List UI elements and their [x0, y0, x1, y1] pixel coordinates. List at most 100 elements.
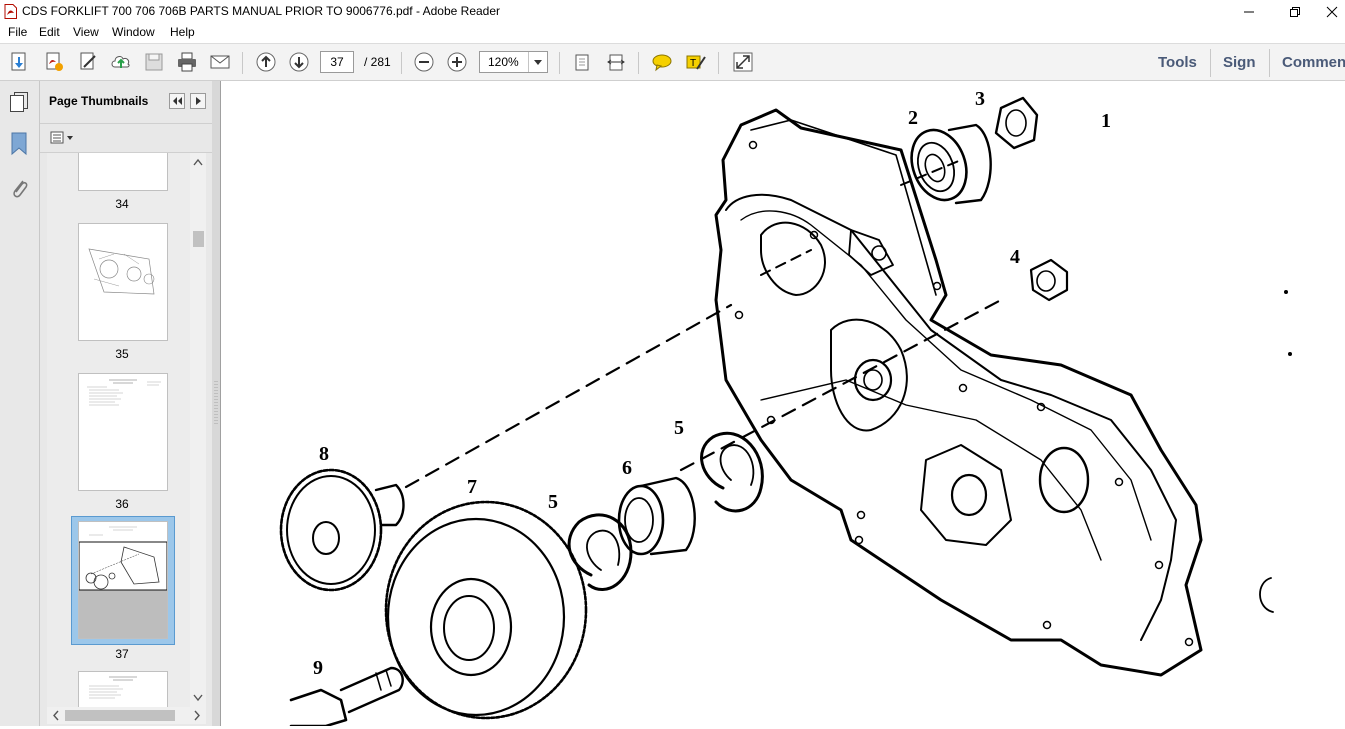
attachments-tab[interactable]	[9, 175, 29, 204]
page-number-input[interactable]: 37	[320, 51, 354, 73]
page-thumbnail[interactable]	[78, 153, 168, 191]
thumbnail-scrollbar[interactable]	[190, 153, 206, 707]
highlight-text-button[interactable]: T	[684, 50, 708, 74]
callout-part-4: 4	[1010, 246, 1020, 268]
toolbar-separator	[1210, 49, 1211, 77]
combine-files-icon	[46, 52, 63, 71]
scroll-down-icon[interactable]	[190, 689, 206, 705]
fit-width-icon	[607, 54, 625, 71]
sign-pane-button[interactable]: Sign	[1223, 54, 1256, 71]
panel-title: Page Thumbnails	[49, 94, 149, 108]
thumbnail-label: 35	[115, 347, 129, 361]
create-pdf-button[interactable]	[8, 50, 32, 74]
fit-page-button[interactable]	[570, 50, 594, 74]
zoom-in-button[interactable]	[445, 50, 469, 74]
callout-part-9: 9	[313, 657, 323, 679]
restore-button[interactable]	[1272, 0, 1318, 23]
sticky-note-button[interactable]	[650, 50, 674, 74]
toolbar-separator	[1269, 49, 1270, 77]
chevron-right-icon	[196, 97, 201, 105]
close-icon	[1326, 6, 1337, 17]
tools-pane-button[interactable]: Tools	[1158, 54, 1197, 71]
double-chevron-left-icon	[173, 97, 182, 105]
upload-cloud-button[interactable]	[109, 50, 133, 74]
toolbar-separator	[242, 52, 243, 74]
highlighter-icon: T	[686, 55, 706, 70]
cloud-upload-icon	[111, 56, 130, 68]
menu-file[interactable]: File	[8, 25, 28, 39]
callout-part-2: 2	[908, 107, 918, 129]
thumbnail-diagram-preview	[88, 248, 155, 295]
expand-panel-button[interactable]	[190, 93, 206, 109]
panel-resize-handle[interactable]	[212, 81, 220, 726]
zoom-out-button[interactable]	[412, 50, 436, 74]
create-pdf-icon	[11, 52, 26, 71]
bookmark-icon	[11, 132, 27, 156]
scroll-right-icon[interactable]	[190, 707, 204, 724]
thumbnail-horizontal-scrollbar[interactable]	[47, 707, 206, 724]
combine-files-button[interactable]	[42, 50, 66, 74]
email-button[interactable]	[208, 50, 232, 74]
menu-window[interactable]: Window	[112, 25, 155, 39]
callout-part-5-left: 5	[548, 491, 558, 513]
callout-part-6: 6	[622, 457, 632, 479]
paperclip-icon	[13, 180, 28, 198]
svg-text:T: T	[690, 58, 696, 69]
page-thumbnail[interactable]	[78, 671, 168, 707]
thumbnails-panel: Page Thumbnails 34 35	[40, 81, 212, 726]
envelope-icon	[210, 55, 230, 69]
menu-view[interactable]: View	[73, 25, 99, 39]
page-thumbnail[interactable]	[78, 223, 168, 341]
fit-width-button[interactable]	[604, 50, 628, 74]
page-total: / 281	[364, 55, 391, 69]
minimize-button[interactable]	[1226, 0, 1272, 23]
menu-help[interactable]: Help	[170, 25, 195, 39]
bookmarks-tab[interactable]	[9, 131, 29, 160]
page-thumbnails-tab[interactable]	[8, 90, 32, 117]
page-thumbnail[interactable]	[78, 373, 168, 491]
minimize-icon	[1244, 11, 1254, 12]
thumbnail-text-preview	[89, 676, 137, 699]
toolbar: 37 / 281 120% T Tools Sign Commen	[0, 43, 1345, 81]
save-button[interactable]	[142, 50, 166, 74]
chevron-down-icon[interactable]	[528, 52, 547, 72]
collapse-panel-button[interactable]	[169, 93, 185, 109]
zoom-out-icon	[414, 52, 434, 72]
scroll-left-icon[interactable]	[49, 707, 63, 724]
restore-icon	[1290, 6, 1300, 17]
thumbnail-label: 37	[115, 647, 129, 661]
callout-part-3: 3	[975, 88, 985, 110]
options-menu-button[interactable]	[49, 130, 77, 146]
panel-options-bar	[40, 123, 212, 153]
fit-page-icon	[575, 54, 589, 71]
comment-pane-button[interactable]: Commen	[1282, 54, 1345, 71]
close-button[interactable]	[1318, 0, 1345, 23]
zoom-in-icon	[447, 52, 467, 72]
menu-bar: File Edit View Window Help	[0, 23, 1345, 43]
zoom-select[interactable]: 120%	[479, 51, 548, 73]
toolbar-separator	[718, 52, 719, 74]
toolbar-separator	[401, 52, 402, 74]
callout-part-1: 1	[1101, 110, 1111, 132]
zoom-value: 120%	[488, 55, 519, 69]
previous-page-button[interactable]	[254, 50, 278, 74]
arrow-up-icon	[256, 52, 276, 72]
toolbar-separator	[559, 52, 560, 74]
scrollbar-thumb[interactable]	[65, 710, 175, 721]
menu-edit[interactable]: Edit	[39, 25, 60, 39]
scrollbar-thumb[interactable]	[193, 231, 204, 247]
pages-icon	[10, 92, 28, 112]
thumbnail-diagram-preview	[78, 522, 168, 591]
pdf-file-icon	[4, 4, 17, 19]
scroll-up-icon[interactable]	[190, 155, 206, 171]
read-mode-button[interactable]	[731, 50, 755, 74]
page-thumbnail-current[interactable]	[78, 521, 168, 639]
document-viewport[interactable]: 1 2 3 4 5 5 6 7 8 9	[220, 81, 1345, 726]
navigation-rail	[0, 81, 40, 726]
exploded-parts-diagram	[279, 96, 1292, 726]
edit-document-button[interactable]	[76, 50, 100, 74]
print-button[interactable]	[175, 50, 199, 74]
save-icon	[145, 53, 163, 71]
toolbar-separator	[638, 52, 639, 74]
next-page-button[interactable]	[287, 50, 311, 74]
